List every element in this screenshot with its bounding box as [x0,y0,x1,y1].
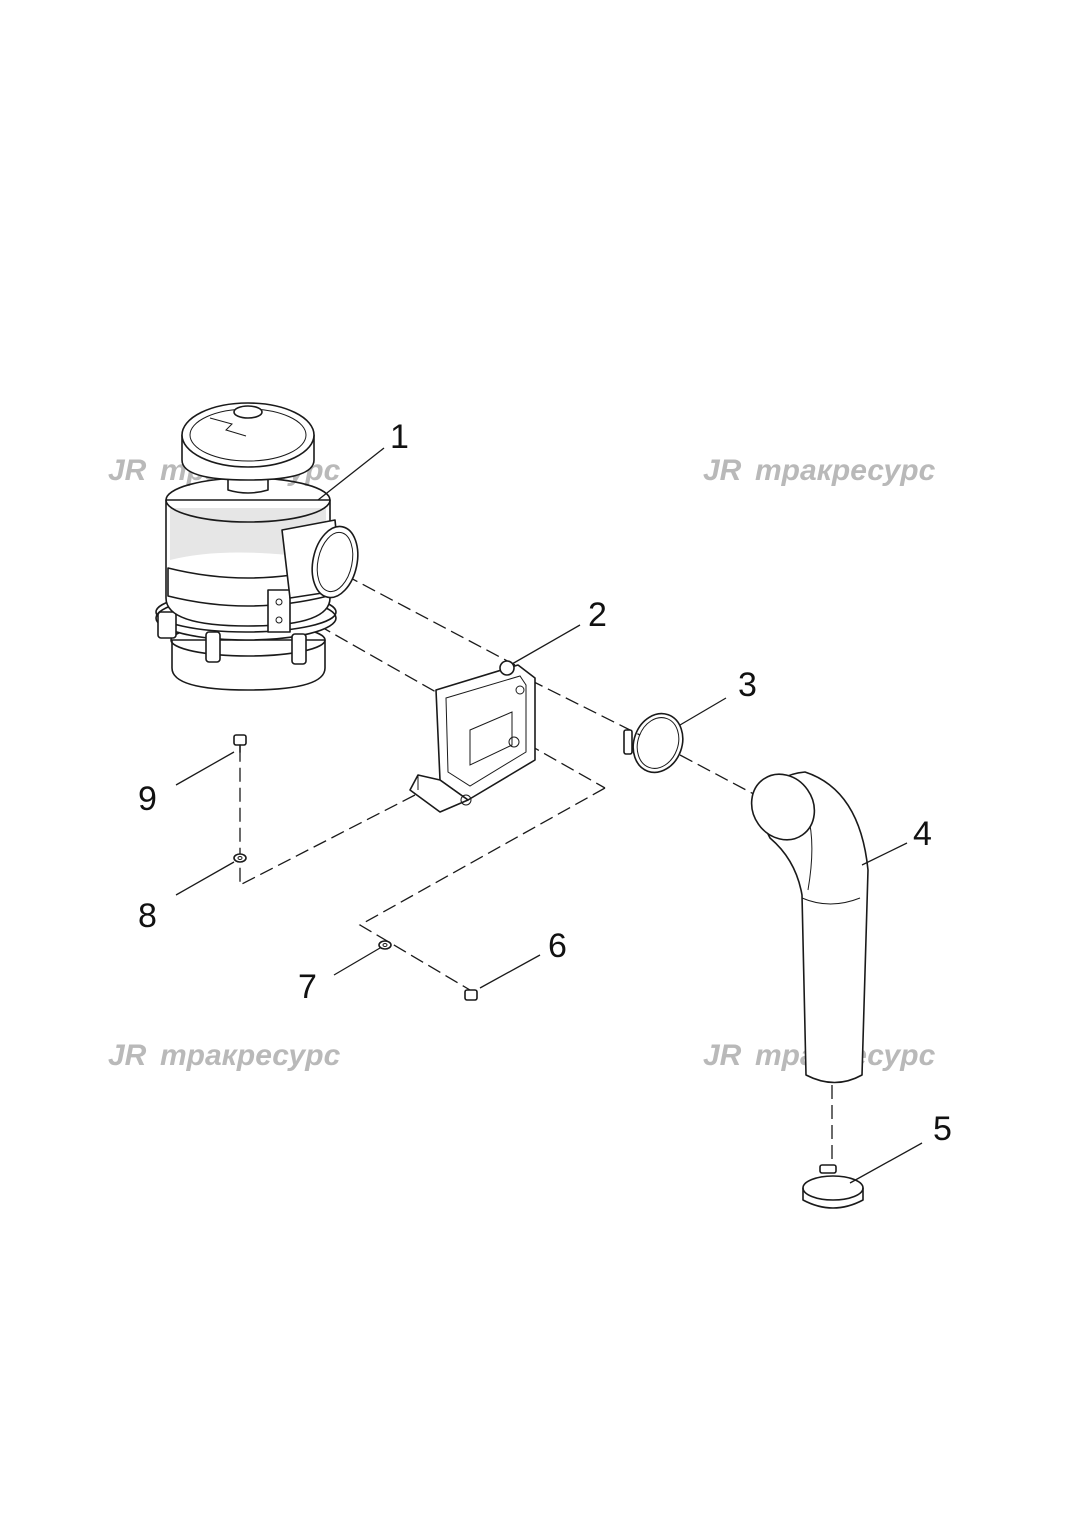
callout-numbers: 1 2 3 4 5 6 7 8 9 [138,418,952,1148]
callout-3: 3 [738,666,757,704]
watermark-text: тракресурс [160,1039,341,1072]
hose-clamp-3 [623,712,684,774]
intake-elbow-pipe [750,771,869,1084]
leader-lines [175,447,923,1184]
watermark-logo: JR [703,1039,742,1072]
callout-1: 1 [390,418,409,456]
callout-5: 5 [933,1110,952,1148]
washer-8 [233,853,247,863]
callout-7: 7 [298,968,317,1006]
watermark-bottom-left: JR тракресурс [108,1039,341,1072]
callout-2: 2 [588,596,607,634]
watermark-top-right: JR тракресурс [703,454,936,487]
mounting-bracket [409,660,536,813]
callout-8: 8 [138,897,157,935]
watermark-logo: JR [108,454,147,487]
watermark-logo: JR [703,454,742,487]
callout-6: 6 [548,927,567,965]
callout-9: 9 [138,780,157,818]
hose-clamp-5 [802,1164,864,1209]
washer-7 [378,940,392,950]
watermark-text: тракресурс [755,454,936,487]
assembly-lines [239,574,833,1168]
bolt-9 [233,734,247,753]
bolt-6 [464,989,478,1001]
callout-4: 4 [913,815,932,853]
air-filter-housing [155,402,359,691]
watermark-logo: JR [108,1039,147,1072]
